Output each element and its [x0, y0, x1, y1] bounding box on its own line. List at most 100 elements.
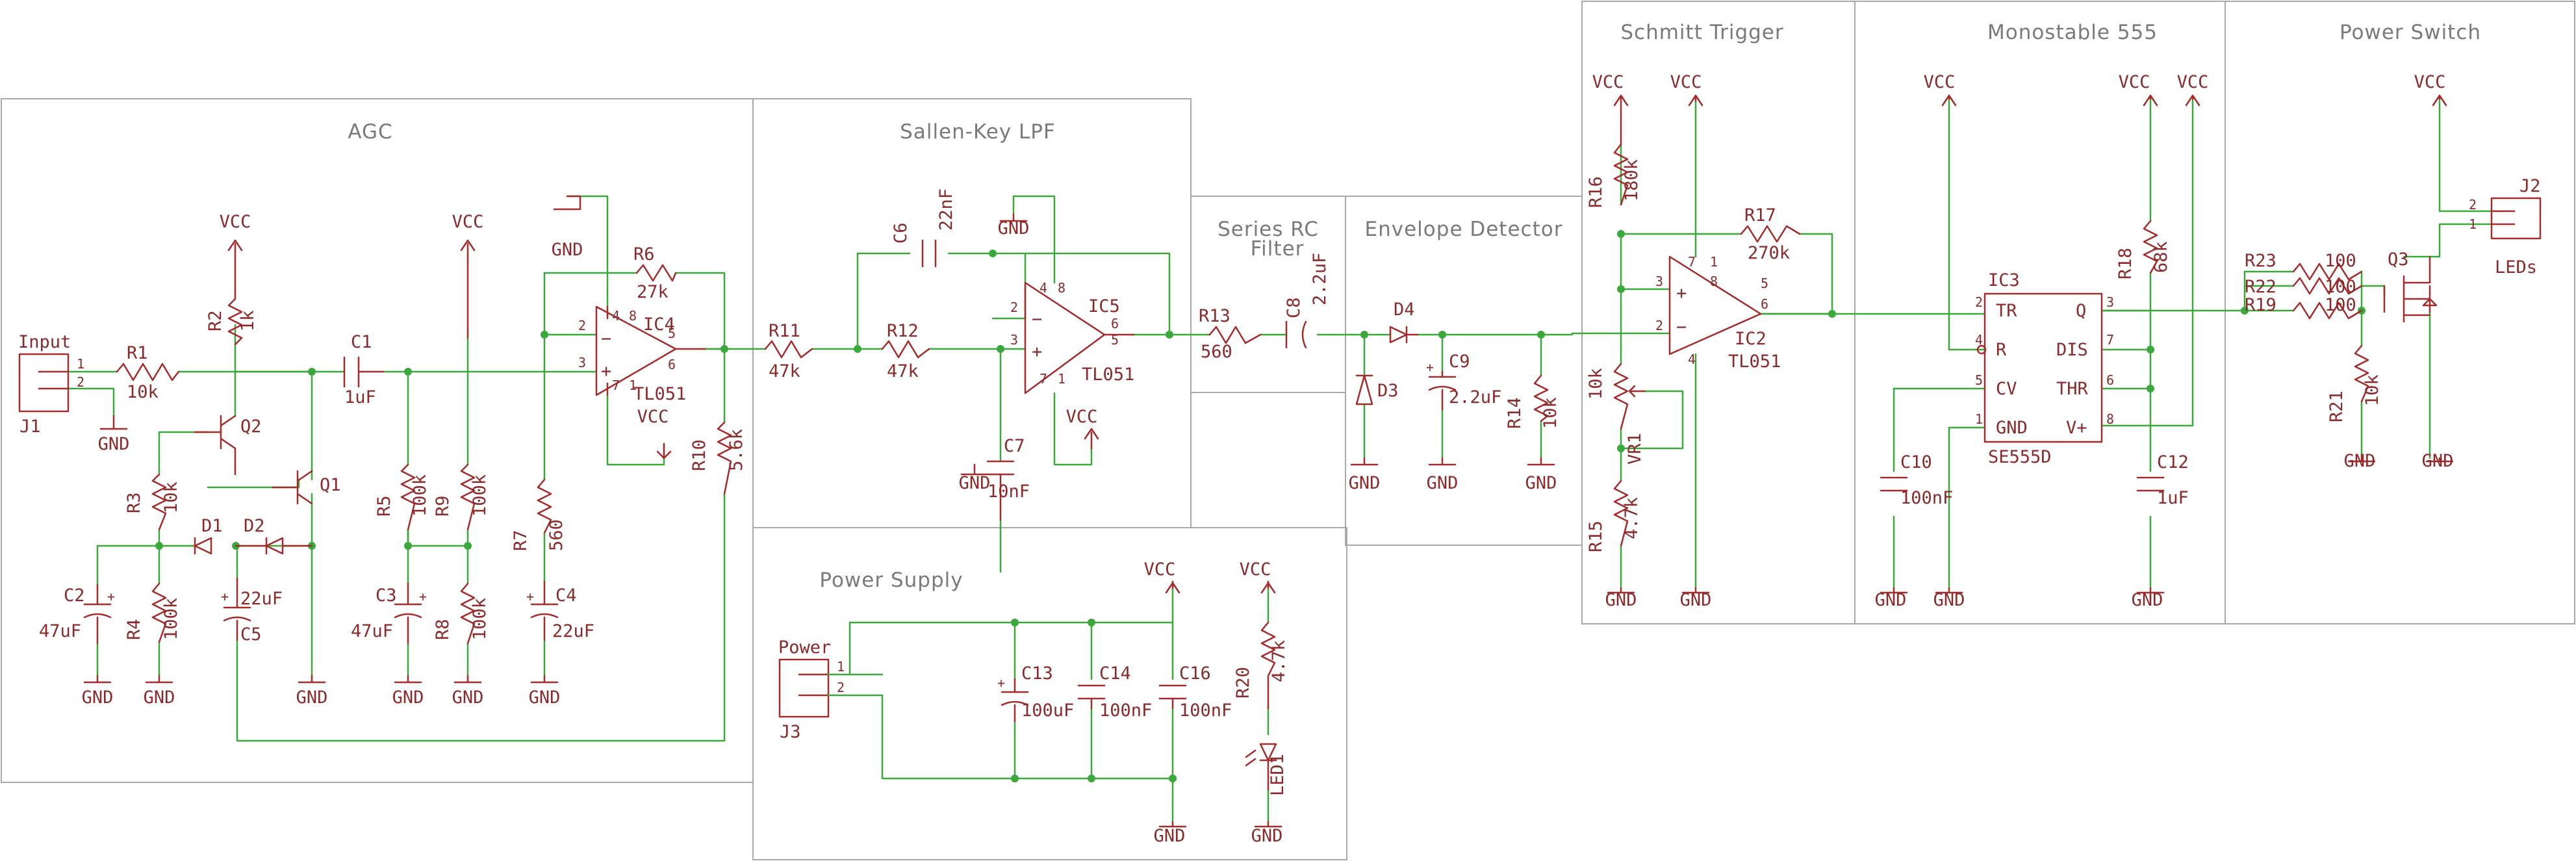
gnd-symbol: GND	[1154, 821, 1187, 846]
svg-text:C7: C7	[1004, 436, 1025, 456]
junction	[2241, 307, 2249, 315]
svg-text:GND: GND	[1875, 590, 1907, 610]
svg-text:IC4: IC4	[643, 315, 675, 335]
resistor-r6: R6 27k	[633, 244, 677, 302]
capacitor-c8: C8 2.2uF	[1284, 253, 1330, 349]
junction	[1166, 331, 1173, 339]
svg-text:THR: THR	[2056, 379, 2089, 399]
capacitor-c10: C10 100nF	[1880, 452, 1953, 508]
svg-text:270k: 270k	[1748, 243, 1790, 263]
connector-j3: Power J3 1 2	[778, 637, 884, 742]
gnd-symbol: GND	[98, 415, 129, 454]
svg-text:5: 5	[1111, 332, 1119, 348]
resistor-r23: R23 100	[2245, 251, 2363, 281]
capacitor-c14: C14 100nF	[1077, 663, 1152, 721]
svg-text:100k: 100k	[470, 474, 490, 517]
resistor-r14: R14 10k	[1505, 374, 1561, 429]
title-sallen-key: Sallen-Key LPF	[900, 120, 1056, 144]
vcc-symbol: VCC	[1066, 407, 1099, 450]
svg-text:GND: GND	[1427, 473, 1459, 493]
junction	[1537, 331, 1545, 339]
wire	[1363, 333, 1542, 459]
title-schmitt: Schmitt Trigger	[1620, 21, 1783, 44]
vcc-symbol: VCC	[220, 212, 251, 300]
svg-text:C16: C16	[1179, 663, 1211, 684]
svg-text:TR: TR	[1996, 301, 2017, 321]
resistor-r19: R19 100	[2245, 295, 2363, 320]
wire	[1620, 390, 1684, 450]
svg-text:TL051: TL051	[633, 384, 686, 404]
junction	[1169, 775, 1177, 782]
svg-text:GND: GND	[529, 688, 561, 708]
junction	[1088, 619, 1095, 626]
svg-text:R20: R20	[1233, 667, 1253, 699]
svg-text:GND: GND	[1349, 473, 1381, 493]
svg-text:R18: R18	[2115, 248, 2136, 279]
svg-text:R21: R21	[2327, 391, 2347, 422]
junction	[2147, 346, 2154, 353]
svg-text:100: 100	[2325, 277, 2356, 297]
svg-text:3: 3	[1655, 274, 1663, 289]
capacitor-c5: 22uF C5 +	[221, 577, 283, 645]
svg-text:8: 8	[1710, 274, 1718, 289]
resistor-r9: R9 100k	[433, 463, 490, 531]
junction	[997, 345, 1004, 353]
svg-text:5: 5	[1975, 372, 1983, 388]
wire	[1168, 332, 1671, 336]
gnd-symbols: GND GND GND GND GND GND GND GND GND GND …	[82, 195, 2453, 846]
svg-text:5: 5	[668, 326, 676, 341]
svg-text:R7: R7	[511, 530, 531, 551]
resistor-r20: R20 4.7k	[1233, 621, 1289, 710]
led-led1: LED1	[1245, 743, 1288, 796]
svg-text:GND: GND	[1525, 473, 1557, 493]
svg-text:VR1: VR1	[1625, 433, 1645, 465]
svg-text:−: −	[1032, 309, 1042, 329]
svg-text:GND: GND	[1996, 418, 2028, 438]
svg-text:2: 2	[837, 680, 845, 695]
svg-text:1k: 1k	[238, 310, 258, 331]
wire	[1053, 392, 1093, 466]
svg-text:+: +	[1676, 283, 1687, 303]
wire	[1014, 580, 1174, 823]
svg-text:1: 1	[629, 378, 637, 393]
gnd-symbol: GND	[82, 675, 113, 708]
svg-text:GND: GND	[452, 688, 484, 708]
resistor-r1: R1 10k	[116, 343, 180, 402]
svg-text:4: 4	[612, 308, 620, 324]
svg-text:R15: R15	[1586, 520, 1606, 552]
svg-text:1: 1	[2469, 216, 2477, 232]
svg-text:22uF: 22uF	[552, 621, 594, 641]
svg-text:+: +	[1032, 342, 1042, 362]
svg-text:1uF: 1uF	[2157, 488, 2189, 508]
connector-j2: J2 LEDs 2 1	[2469, 176, 2542, 277]
svg-text:100k: 100k	[410, 474, 430, 517]
vcc-symbol: VCC	[2414, 72, 2447, 107]
svg-text:5.6k: 5.6k	[726, 429, 746, 471]
junction	[308, 368, 316, 376]
junction	[1011, 775, 1019, 782]
svg-text:C13: C13	[1021, 663, 1053, 684]
svg-text:4: 4	[1975, 332, 1983, 348]
wire	[407, 528, 469, 547]
svg-text:4.7k: 4.7k	[1269, 640, 1289, 682]
sallen-key-components: R11 47k R12 47k C6 22nF C7 10nF − + 3 2 …	[764, 188, 1134, 521]
diode-d3: D3	[1355, 374, 1399, 405]
svg-text:VCC: VCC	[452, 212, 484, 232]
junction	[2147, 385, 2154, 392]
svg-text:560: 560	[546, 519, 567, 551]
frame-monostable	[1854, 1, 2226, 624]
svg-text:10k: 10k	[1586, 368, 1606, 400]
resistor-r18: R18 68k	[2115, 220, 2171, 279]
svg-text:C8: C8	[1284, 297, 1304, 318]
resistor-r21: R21 10k	[2327, 344, 2382, 422]
svg-text:47uF: 47uF	[39, 621, 81, 641]
svg-text:C2: C2	[64, 585, 85, 606]
frame-power-switch	[2225, 1, 2575, 624]
svg-text:+: +	[107, 589, 115, 604]
title-envelope: Envelope Detector	[1365, 218, 1563, 241]
svg-text:+: +	[419, 589, 427, 604]
svg-text:R17: R17	[1744, 205, 1776, 225]
schmitt-components: R16 180k R17 270k 10k VR1 R15 4.7k + − 3…	[1586, 143, 1801, 552]
resistor-r2: R2 1k	[205, 298, 258, 346]
